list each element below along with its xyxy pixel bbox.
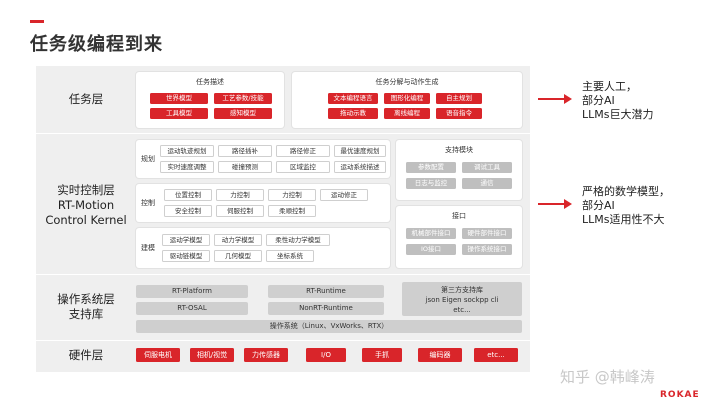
chip-realtime-speed: 实时速度调整 — [160, 161, 214, 173]
chip-safety-control: 安全控制 — [164, 205, 212, 217]
chip-force-control-2: 力控制 — [268, 189, 316, 201]
chip-process-params: 工艺参数/技能 — [214, 93, 272, 104]
chip-log-monitor: 日志与监控 — [406, 178, 456, 189]
nonrt-runtime-block: NonRT-Runtime — [268, 302, 384, 315]
chip-force-control: 力控制 — [216, 189, 264, 201]
chip-coordinate-system: 坐标系统 — [266, 250, 314, 262]
chip-hardware-interface: 硬件部件接口 — [462, 228, 512, 239]
task-description-box: 任务描述 世界模型 工艺参数/技能 工具模型 感知模型 — [136, 72, 284, 128]
layer-divider — [36, 274, 530, 275]
chip-compliance-control: 柔顺控制 — [268, 205, 316, 217]
task-description-title: 任务描述 — [196, 78, 224, 86]
chip-trajectory-planning: 运动轨迹规划 — [160, 145, 214, 157]
chip-param-config: 参数配置 — [406, 162, 456, 173]
chip-mechanical-interface: 机械部件接口 — [406, 228, 456, 239]
chip-drive-chain-model: 驱动链模型 — [162, 250, 210, 262]
chip-camera-vision: 相机/视觉 — [190, 348, 234, 362]
chip-tool-model: 工具模型 — [150, 108, 208, 119]
chip-path-interpolation: 路径插补 — [218, 145, 272, 157]
chip-debug-tools: 调试工具 — [462, 162, 512, 173]
chip-drag-teaching: 拖动示教 — [328, 108, 378, 119]
control-box: 控制 位置控制 力控制 力控制 运动修正 安全控制 伺服控制 柔顺控制 — [136, 184, 390, 222]
chip-collision-prediction: 碰撞预测 — [218, 161, 272, 173]
task-generation-title: 任务分解与动作生成 — [375, 78, 439, 86]
chip-graphical-programming: 图形化编程 — [384, 93, 430, 104]
chip-text-programming: 文本编程语言 — [328, 93, 378, 104]
chip-communication: 通信 — [462, 178, 512, 189]
modeling-box: 建模 运动学模型 动力学模型 柔性动力学模型 驱动链模型 几何模型 坐标系统 — [136, 228, 390, 268]
chip-servo-control: 伺服控制 — [216, 205, 264, 217]
chip-geometric-model: 几何模型 — [214, 250, 262, 262]
interface-box: 接口 机械部件接口 硬件部件接口 IO接口 操作系统接口 — [396, 206, 522, 268]
planning-box: 规划 运动轨迹规划 路径插补 路径修正 最优速度规划 实时速度调整 碰撞预测 区… — [136, 140, 390, 178]
chip-position-control: 位置控制 — [164, 189, 212, 201]
rt-osal-block: RT-OSAL — [136, 302, 248, 315]
support-modules-title: 支持模块 — [445, 146, 473, 154]
chip-io: I/O — [306, 348, 346, 362]
rt-runtime-block: RT-Runtime — [268, 285, 384, 298]
chip-optimal-speed: 最优速度规划 — [334, 145, 386, 157]
rt-platform-block: RT-Platform — [136, 285, 248, 298]
operating-system-bar: 操作系统（Linux、VxWorks、RTX） — [136, 320, 522, 333]
title-accent-bar — [30, 20, 44, 23]
chip-servo-motor: 伺服电机 — [136, 348, 180, 362]
interface-title: 接口 — [452, 212, 466, 220]
arrow-rt-note — [538, 199, 572, 209]
modeling-label: 建模 — [141, 244, 155, 252]
chip-zone-monitoring: 区域监控 — [276, 161, 330, 173]
page-title: 任务级编程到来 — [30, 34, 163, 55]
zhihu-watermark: 知乎 @韩峰涛 — [560, 368, 655, 386]
planning-label: 规划 — [141, 155, 155, 163]
chip-autonomous-planning: 自主规划 — [436, 93, 482, 104]
chip-voice-command: 语音指令 — [436, 108, 482, 119]
support-modules-box: 支持模块 参数配置 调试工具 日志与监控 通信 — [396, 140, 522, 200]
chip-motion-description: 运动系统描述 — [334, 161, 386, 173]
chip-io-interface: IO接口 — [406, 244, 456, 255]
layer-label-hardware: 硬件层 — [68, 348, 104, 362]
third-party-libs-block: 第三方支持库 json Eigen sockpp cli etc... — [402, 282, 522, 316]
chip-perception-model: 感知模型 — [214, 108, 272, 119]
control-label: 控制 — [141, 199, 155, 207]
task-generation-box: 任务分解与动作生成 文本编程语言 图形化编程 自主规划 拖动示教 离线编程 语音… — [292, 72, 522, 128]
chip-encoder: 编码器 — [418, 348, 462, 362]
chip-os-interface: 操作系统接口 — [462, 244, 512, 255]
chip-world-model: 世界模型 — [150, 93, 208, 104]
chip-gripper: 手抓 — [362, 348, 402, 362]
layer-divider — [36, 340, 530, 341]
chip-dynamic-model: 动力学模型 — [214, 234, 262, 246]
chip-offline-programming: 离线编程 — [384, 108, 430, 119]
chip-path-correction: 路径修正 — [276, 145, 330, 157]
layer-label-os: 操作系统层支持库 — [57, 292, 115, 321]
chip-kinematic-model: 运动学模型 — [162, 234, 210, 246]
chip-force-sensor: 力传感器 — [244, 348, 288, 362]
arrow-task-note — [538, 94, 572, 104]
chip-etc: etc... — [474, 348, 518, 362]
layer-divider — [36, 133, 530, 134]
chip-flexible-dynamics: 柔性动力学模型 — [266, 234, 330, 246]
layer-label-task: 任务层 — [68, 92, 104, 106]
chip-motion-correction: 运动修正 — [320, 189, 368, 201]
rokae-logo: ROKAE — [660, 390, 700, 400]
